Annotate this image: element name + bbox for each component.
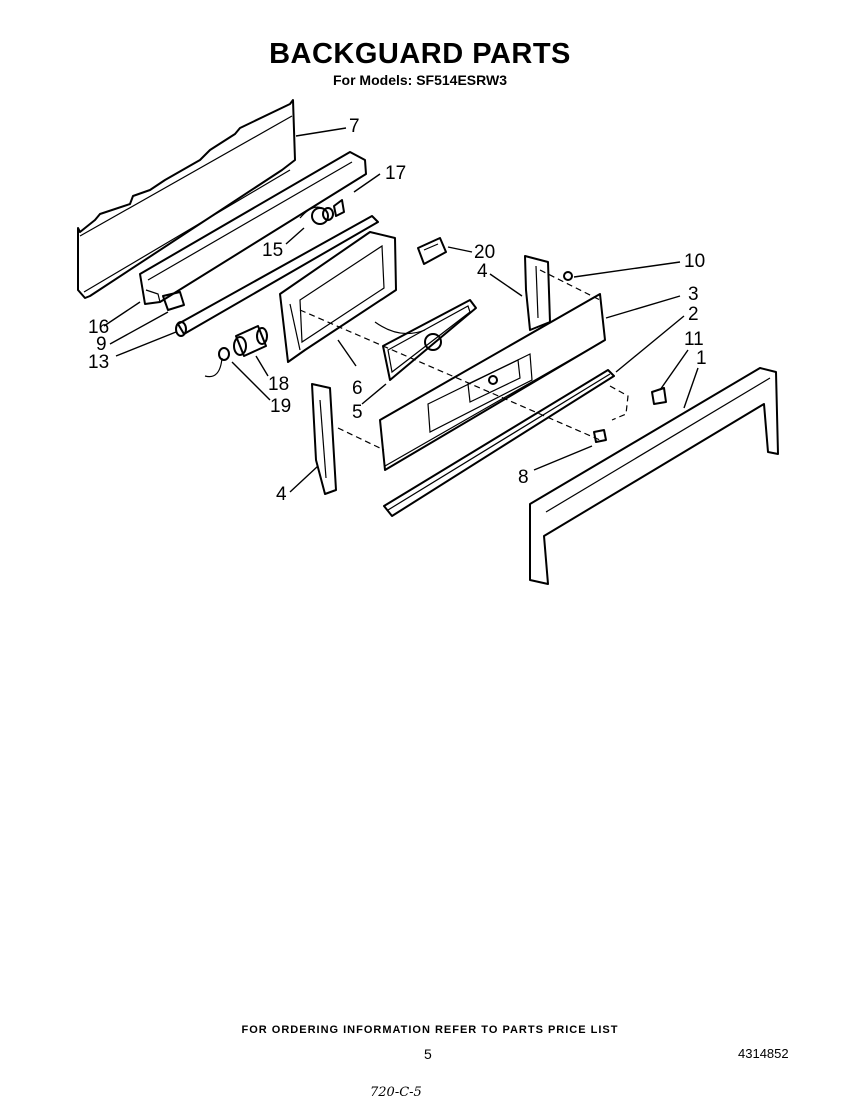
callout-10: 10 xyxy=(684,251,705,272)
part-10-screw xyxy=(563,271,573,281)
callout-17: 17 xyxy=(385,163,406,184)
callout-labels: 7 17 15 20 4 10 3 2 11 1 16 9 13 18 19 6… xyxy=(88,116,707,505)
callout-4-right: 4 xyxy=(477,261,488,282)
callout-5: 5 xyxy=(352,402,363,423)
callout-13: 13 xyxy=(88,352,109,373)
document-number: 4314852 xyxy=(738,1046,789,1061)
part-4-left-bracket xyxy=(311,383,337,495)
handwritten-note: 720-C-5 xyxy=(370,1085,422,1100)
part-16-fluorescent-housing xyxy=(139,151,367,311)
ordering-note: FOR ORDERING INFORMATION REFER TO PARTS … xyxy=(241,1024,619,1036)
part-4-right-bracket xyxy=(524,255,551,331)
part-18-starter xyxy=(204,325,268,378)
part-2-trim-strip xyxy=(383,369,615,517)
callout-16: 16 xyxy=(88,317,109,338)
callout-20: 20 xyxy=(474,242,495,263)
callout-7: 7 xyxy=(349,116,360,137)
part-15-lamp-holder xyxy=(299,199,345,225)
callout-15: 15 xyxy=(262,240,283,261)
alignment-lines xyxy=(299,269,629,451)
callout-11: 11 xyxy=(684,329,704,350)
callout-9: 9 xyxy=(96,334,107,355)
callout-1: 1 xyxy=(696,348,707,369)
part-13-fluorescent-tube xyxy=(175,215,379,337)
part-20-clip xyxy=(417,237,447,265)
leader-lines xyxy=(103,127,699,493)
callout-8: 8 xyxy=(518,467,529,488)
part-6-window-frame xyxy=(279,231,397,363)
part-11-switch xyxy=(651,387,667,405)
part-1-end-trim xyxy=(529,367,779,585)
page-title: BACKGUARD PARTS xyxy=(269,38,571,70)
callout-2: 2 xyxy=(688,304,699,325)
part-3-control-panel xyxy=(379,293,606,471)
model-subtitle: For Models: SF514ESRW3 xyxy=(332,72,507,88)
callout-3: 3 xyxy=(688,284,699,305)
page-number: 5 xyxy=(424,1046,432,1062)
callout-6: 6 xyxy=(352,378,363,399)
callout-19: 19 xyxy=(270,396,291,417)
part-5-window xyxy=(374,299,477,381)
part-8-knob xyxy=(593,429,607,443)
part-7-backguard-panel xyxy=(77,99,296,299)
callout-18: 18 xyxy=(268,374,289,395)
callout-4-left: 4 xyxy=(276,484,287,505)
